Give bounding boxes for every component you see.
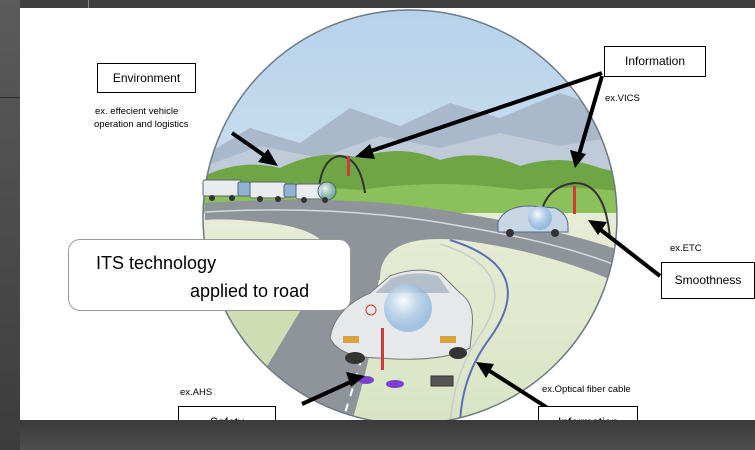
frame-divider xyxy=(88,0,89,8)
gantry-left xyxy=(317,154,366,199)
note-fiber: ex.Optical fiber cable xyxy=(542,384,631,395)
fiber-cable xyxy=(430,375,454,387)
label-environment: Environment xyxy=(97,63,196,93)
trucks xyxy=(202,179,337,203)
note-ahs: ex.AHS xyxy=(180,387,213,398)
arrows xyxy=(230,71,662,414)
window-bottom-frame xyxy=(20,420,755,450)
road xyxy=(205,199,617,420)
headline-line-1: ITS technology xyxy=(96,253,217,273)
note-etc: ex.ETC xyxy=(670,243,702,254)
note-environment-1: ex. effecient vehicle xyxy=(95,106,179,117)
label-smoothness: Smoothness xyxy=(661,262,755,299)
road-marker-2 xyxy=(386,380,404,388)
headline-box: ITS technology applied to road xyxy=(68,239,351,311)
window-left-frame xyxy=(0,0,20,450)
sensor-beam-left xyxy=(347,156,350,176)
slide: ITS technology applied to road Environme… xyxy=(20,8,755,439)
sensor-beam-right xyxy=(573,186,576,214)
car-main xyxy=(329,269,473,370)
note-vics: ex.VICS xyxy=(605,93,640,104)
note-environment-2: operation and logistics xyxy=(94,119,189,130)
window-top-frame xyxy=(0,0,755,8)
headline-line-2: applied to road xyxy=(190,281,310,301)
label-information-top: Information xyxy=(604,46,706,77)
car-right xyxy=(497,205,569,237)
frame-divider-left xyxy=(0,97,20,98)
gantry-right xyxy=(539,181,611,239)
